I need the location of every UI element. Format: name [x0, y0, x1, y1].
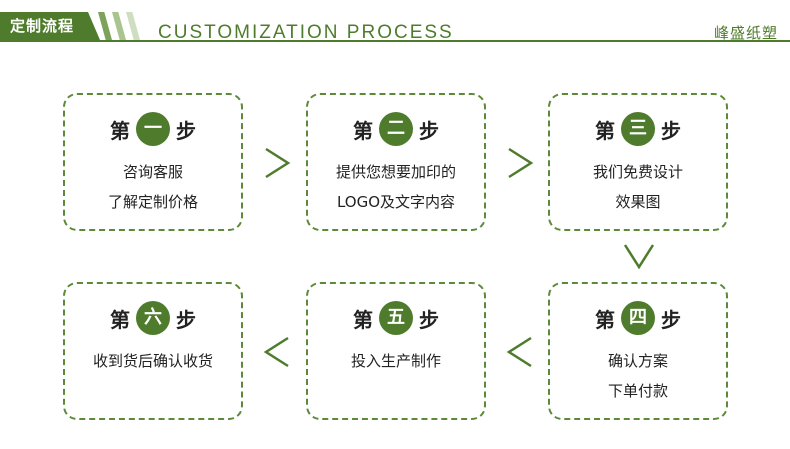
step-line: 效果图 — [615, 193, 661, 211]
step-number-badge: 三 — [621, 112, 655, 146]
step-suffix: 步 — [661, 118, 681, 143]
chevron-left-icon — [506, 335, 534, 369]
step-suffix: 步 — [419, 307, 439, 332]
step-suffix: 步 — [661, 307, 681, 332]
step-number-badge: 六 — [136, 301, 170, 335]
step-description: 投入生产制作 — [308, 346, 484, 376]
step-line: 收到货后确认收货 — [92, 352, 213, 370]
step-line: 下单付款 — [607, 382, 668, 400]
step-card-5: 第 五 步 投入生产制作 — [306, 282, 486, 420]
step-line: 提供您想要加印的 — [335, 163, 456, 181]
step-line: 确认方案 — [607, 352, 668, 370]
step-prefix: 第 — [110, 307, 130, 332]
step-card-6: 第 六 步 收到货后确认收货 — [63, 282, 243, 420]
step-line: LOGO及文字内容 — [336, 193, 456, 211]
step-heading: 第 五 步 — [308, 300, 484, 336]
step-heading: 第 一 步 — [65, 111, 241, 147]
step-prefix: 第 — [595, 307, 615, 332]
header-divider — [0, 40, 790, 42]
step-card-2: 第 二 步 提供您想要加印的 LOGO及文字内容 — [306, 93, 486, 231]
step-number-badge: 二 — [379, 112, 413, 146]
step-heading: 第 四 步 — [550, 300, 726, 336]
chevron-left-icon — [263, 335, 291, 369]
chevron-right-icon — [263, 146, 291, 180]
title-tab — [0, 12, 100, 40]
step-card-1: 第 一 步 咨询客服 了解定制价格 — [63, 93, 243, 231]
decorative-stripe — [98, 12, 112, 40]
step-prefix: 第 — [595, 118, 615, 143]
step-heading: 第 六 步 — [65, 300, 241, 336]
step-line: 投入生产制作 — [350, 352, 441, 370]
step-line: 我们免费设计 — [592, 163, 683, 181]
step-prefix: 第 — [353, 118, 373, 143]
step-description: 收到货后确认收货 — [65, 346, 241, 376]
step-prefix: 第 — [353, 307, 373, 332]
step-number-badge: 一 — [136, 112, 170, 146]
step-heading: 第 三 步 — [550, 111, 726, 147]
brand-name: 峰盛纸塑 — [713, 24, 778, 42]
step-description: 确认方案 下单付款 — [550, 346, 726, 406]
step-description: 咨询客服 了解定制价格 — [65, 157, 241, 217]
step-description: 我们免费设计 效果图 — [550, 157, 726, 217]
step-suffix: 步 — [419, 118, 439, 143]
step-suffix: 步 — [176, 118, 196, 143]
decorative-stripe — [126, 12, 140, 40]
step-line: 咨询客服 — [122, 163, 183, 181]
chevron-down-icon — [622, 242, 656, 270]
step-heading: 第 二 步 — [308, 111, 484, 147]
header-bar: 定制流程 CUSTOMIZATION PROCESS 峰盛纸塑 — [0, 0, 790, 46]
step-prefix: 第 — [110, 118, 130, 143]
chevron-right-icon — [506, 146, 534, 180]
page-subtitle: CUSTOMIZATION PROCESS — [158, 22, 454, 43]
step-card-4: 第 四 步 确认方案 下单付款 — [548, 282, 728, 420]
step-number-badge: 四 — [621, 301, 655, 335]
step-card-3: 第 三 步 我们免费设计 效果图 — [548, 93, 728, 231]
step-line: 了解定制价格 — [107, 193, 198, 211]
step-description: 提供您想要加印的 LOGO及文字内容 — [308, 157, 484, 217]
decorative-stripe — [112, 12, 126, 40]
step-suffix: 步 — [176, 307, 196, 332]
step-number-badge: 五 — [379, 301, 413, 335]
page-title: 定制流程 — [10, 17, 75, 35]
